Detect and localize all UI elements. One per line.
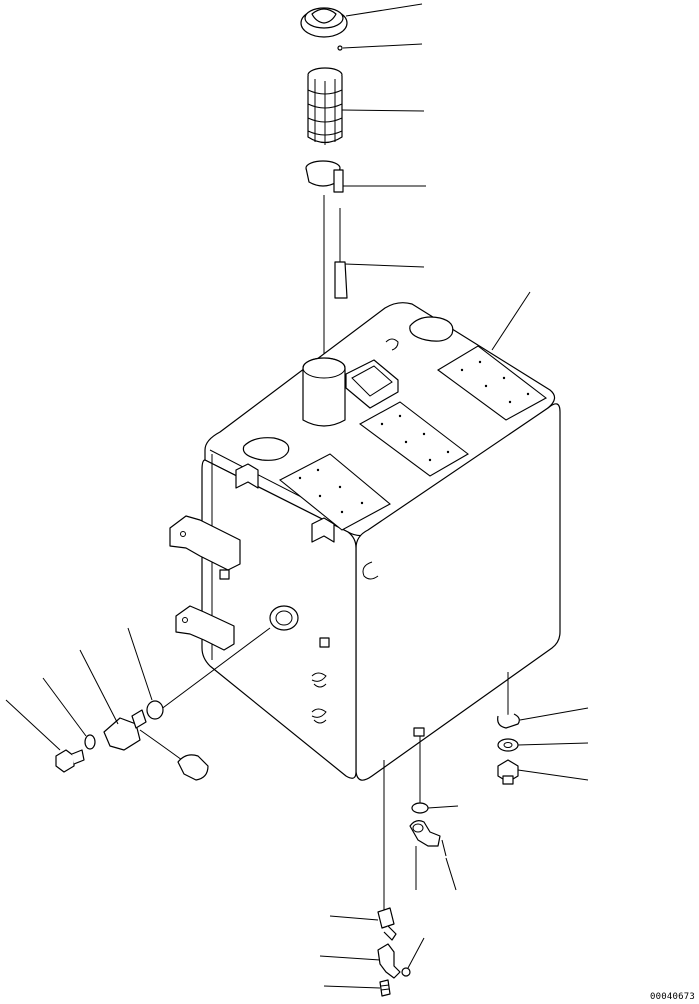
leader-line-17 xyxy=(329,915,379,921)
washer-left xyxy=(84,734,96,750)
figure-number: 00040673 xyxy=(650,992,695,1002)
leader-line-11 xyxy=(519,707,589,721)
level-gauge xyxy=(334,208,348,299)
drain-tee xyxy=(377,943,401,979)
drain-o-ring xyxy=(411,802,429,814)
sensor-axis-line xyxy=(159,627,271,711)
bracket-lower xyxy=(175,605,235,651)
leader-line-14 xyxy=(427,805,459,809)
leader-line-8 xyxy=(79,649,119,725)
leader-line-3 xyxy=(341,109,425,112)
washer-right xyxy=(497,738,519,752)
cover-plate-left xyxy=(278,453,391,531)
hose-clip-2 xyxy=(311,708,327,724)
breather-pad xyxy=(345,359,399,409)
cover-plate-center xyxy=(358,401,469,477)
tank-right-face xyxy=(355,403,561,781)
drain-elbow xyxy=(409,820,441,847)
level-sensor xyxy=(103,709,209,781)
bolt-right xyxy=(497,759,519,785)
clip-top xyxy=(385,338,399,351)
filler-collar xyxy=(305,160,344,193)
leader-line-10 xyxy=(5,699,61,751)
pad-left xyxy=(242,437,290,461)
leader-line-16 xyxy=(445,857,457,891)
leader-line-6 xyxy=(491,291,531,351)
drain-cap xyxy=(401,967,411,977)
nut-lower xyxy=(319,637,330,648)
leader-line-19 xyxy=(407,937,425,969)
drain-pin xyxy=(441,839,447,857)
drain-valve xyxy=(377,907,397,941)
bolt-left xyxy=(55,749,85,773)
pad-right xyxy=(409,316,454,342)
o-ring xyxy=(146,700,164,720)
leader-line-20 xyxy=(323,985,381,989)
leader-line-5 xyxy=(344,263,425,268)
mount-clip xyxy=(497,713,520,729)
drain-plug xyxy=(379,979,391,997)
filler-cap xyxy=(300,7,348,38)
leader-line-12 xyxy=(517,742,589,746)
strainer xyxy=(307,67,343,145)
leader-line-7 xyxy=(127,627,153,701)
leader-line-1 xyxy=(345,3,423,17)
cover-plate-right xyxy=(437,345,548,421)
bracket-upper xyxy=(169,515,241,571)
gauge-port xyxy=(269,605,299,631)
leader-line-9 xyxy=(42,677,87,737)
leader-line-18 xyxy=(319,955,381,961)
tank-filler-neck xyxy=(302,357,346,427)
nut-left-face xyxy=(219,569,230,580)
leader-line-2 xyxy=(342,43,423,49)
hose-clip-1 xyxy=(311,672,327,688)
leader-line-13 xyxy=(517,769,589,781)
pin xyxy=(337,45,343,51)
